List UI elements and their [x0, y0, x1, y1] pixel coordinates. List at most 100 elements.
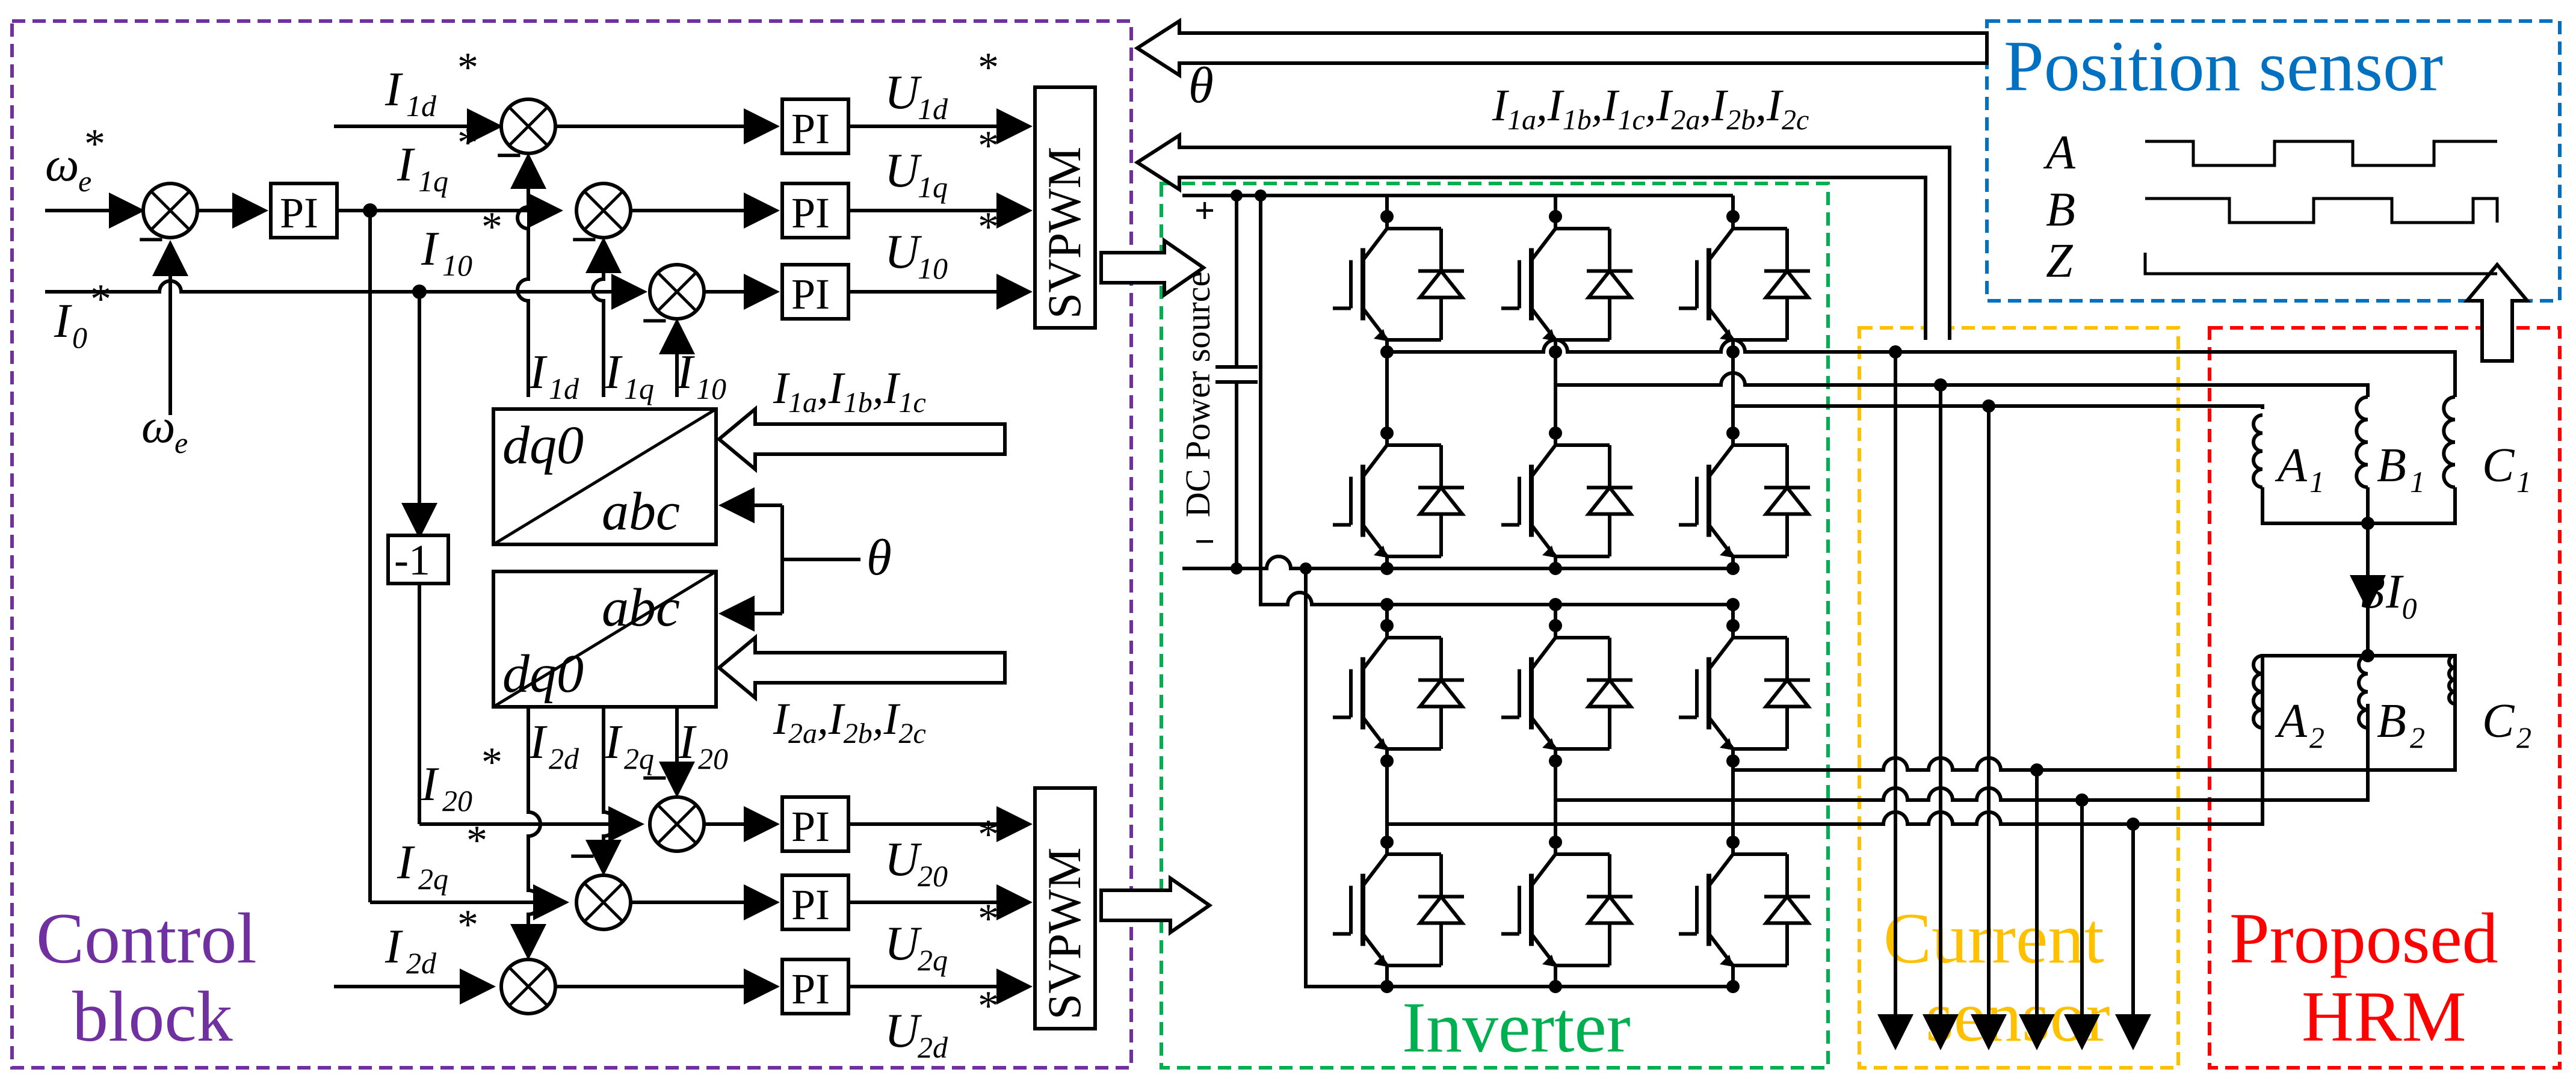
phase-b1-wire: [1555, 371, 2370, 397]
svg-text:U: U: [885, 1005, 922, 1058]
svg-text:*: *: [481, 204, 502, 250]
current-bus-label: I1a,I1b,I1c,I2a,I2b,I2c: [1492, 81, 1809, 136]
theta-transform-label: θ: [866, 529, 892, 586]
hrm-upper-neutral: [2261, 487, 2457, 525]
svg-text:*: *: [84, 121, 105, 167]
svg-text:I1a,I1b,I1c,I2a,I2b,I2c: I1a,I1b,I1c,I2a,I2b,I2c: [1492, 81, 1809, 136]
dc-source-label: DC Power source: [1178, 271, 1217, 517]
svg-text:B: B: [2377, 695, 2406, 748]
svg-text:1: 1: [2410, 465, 2425, 499]
speed-feedback-sign: −: [137, 214, 165, 266]
svg-text:ω: ω: [141, 400, 175, 453]
svg-text:I1a,I1b,I1c: I1a,I1b,I1c: [773, 363, 926, 419]
svg-text:1: 1: [2309, 465, 2324, 499]
svg-text:PI: PI: [791, 802, 830, 851]
svg-text:*: *: [978, 123, 999, 169]
hrm-region: [2208, 326, 2562, 1070]
inverter-label: Inverter: [1402, 987, 1631, 1067]
i1q-ref-label: I 1q *: [397, 120, 478, 198]
inverter2-upper-switch-3: [1679, 626, 1812, 761]
svg-text:1q: 1q: [418, 164, 448, 198]
phase-b2-wire: [1555, 704, 2370, 802]
current-sensor-label: Current: [1883, 898, 2104, 978]
svg-text:PI: PI: [791, 189, 830, 237]
speed-pi-block: [269, 182, 339, 239]
svg-text:*: *: [978, 811, 999, 858]
svg-text:1d: 1d: [549, 372, 579, 405]
svg-text:*: *: [978, 45, 999, 91]
i2d-feedback-label: I 2d: [529, 716, 579, 775]
winding-a2-coil: [2252, 654, 2263, 730]
svg-text:-1: -1: [394, 536, 430, 584]
svg-text:*: *: [481, 739, 502, 786]
encoder-z-label: Z: [2046, 235, 2074, 288]
svg-text:PI: PI: [791, 881, 830, 929]
svg-text:0: 0: [72, 321, 87, 354]
svg-text:2d: 2d: [549, 742, 579, 775]
i2abc-input-arrow: [716, 633, 1007, 702]
winding-c2-coil: [2447, 654, 2456, 706]
svg-text:*: *: [466, 818, 487, 864]
hrm-label-2: HRM: [2302, 976, 2466, 1056]
i1d-ref-label: I 1d *: [385, 45, 478, 123]
i20-ref-label: I 20 *: [421, 739, 502, 818]
svg-text:2d: 2d: [406, 946, 437, 980]
svg-text:I: I: [604, 716, 623, 769]
winding-c1-coil: [2442, 395, 2456, 489]
i1d-feedback-label: I 1d: [529, 346, 579, 405]
inverter1-lower-switch-2: [1501, 433, 1635, 568]
omega-ref-label: ω e *: [45, 121, 105, 198]
svg-text:10: 10: [918, 251, 948, 285]
current-sensor-region: [1858, 326, 2180, 1070]
svg-text:1q: 1q: [624, 372, 654, 405]
svg-text:*: *: [978, 896, 999, 942]
u20-label: U 20 *: [885, 811, 999, 893]
phase-a2-wire: [1387, 722, 2264, 826]
winding-a1-coil: [2252, 413, 2263, 489]
inverter1-lower-switch-1: [1333, 433, 1466, 568]
svg-text:2q: 2q: [624, 742, 654, 775]
inverter1-upper-switch-1: [1333, 217, 1466, 352]
encoder-a-label: A: [2043, 126, 2076, 179]
gain-minus-one-block: [386, 534, 450, 585]
encoder-b-waveform: [2145, 197, 2499, 224]
svg-text:I: I: [397, 836, 415, 889]
svg-text:2: 2: [2410, 721, 2425, 754]
u1q-label: U 1q *: [885, 123, 999, 204]
svg-text:U: U: [885, 144, 922, 197]
svg-text:ω: ω: [45, 138, 79, 191]
svg-text:U: U: [885, 917, 922, 970]
inverter-region: [1160, 182, 1830, 1070]
svg-text:*: *: [90, 276, 111, 322]
i20-feedback-label: I 20: [678, 716, 728, 775]
svg-text:*: *: [978, 204, 999, 250]
svg-text:1d: 1d: [406, 89, 437, 123]
encoder-a-waveform: [2145, 140, 2497, 167]
position-sensor-region: [1985, 19, 2562, 303]
svg-text:2q: 2q: [418, 862, 448, 896]
inverter2-lower-switch-3: [1679, 842, 1812, 978]
svg-text:A: A: [2275, 695, 2308, 748]
svpwm1-output-arrow: [1099, 237, 1207, 298]
i2q-ref-label: I 2q *: [397, 818, 487, 896]
svg-text:I: I: [54, 295, 72, 348]
svg-text:*: *: [457, 120, 478, 166]
speed-pi-label: PI: [280, 189, 318, 237]
svg-text:*: *: [457, 902, 478, 948]
u1q-pi-block: [780, 182, 850, 239]
inverter1-lower-switch-3: [1679, 433, 1812, 568]
i10-ref-label: I 10 *: [421, 204, 502, 282]
u2q-pi-block: [780, 873, 850, 931]
encoder-b-label: B: [2046, 183, 2075, 236]
omega-feedback-label: ω e: [141, 400, 188, 460]
svg-text:2: 2: [2309, 721, 2324, 754]
svg-text:2: 2: [2516, 721, 2531, 754]
svg-text:abc: abc: [602, 578, 680, 638]
inverter1-upper-switch-2: [1501, 217, 1635, 352]
i2abc-label: I2a,I2b,I2c: [773, 694, 926, 750]
svg-text:−: −: [641, 752, 669, 805]
svg-text:−: −: [570, 214, 598, 266]
position-output-arrow: [2463, 262, 2531, 363]
svpwm-block-1: [1033, 85, 1097, 330]
